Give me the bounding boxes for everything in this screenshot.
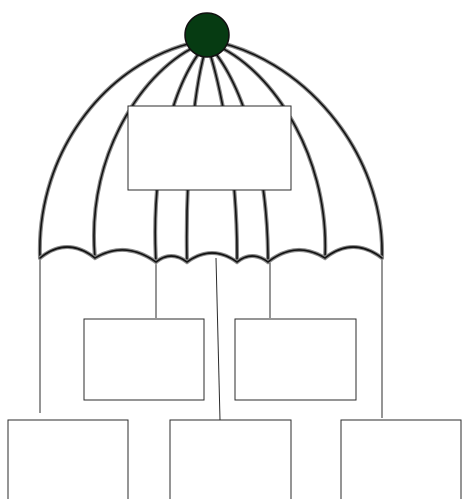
box-top bbox=[128, 106, 291, 190]
box-mid-left bbox=[84, 319, 204, 400]
umbrella-knob bbox=[185, 13, 229, 57]
box-bottom-left bbox=[8, 420, 128, 499]
box-bottom-center bbox=[170, 420, 291, 499]
box-bottom-right bbox=[341, 420, 461, 499]
diagram-boxes bbox=[8, 106, 461, 499]
connector-center-pole bbox=[216, 258, 220, 420]
box-mid-right bbox=[235, 319, 356, 400]
umbrella-canopy-edge bbox=[40, 247, 382, 262]
